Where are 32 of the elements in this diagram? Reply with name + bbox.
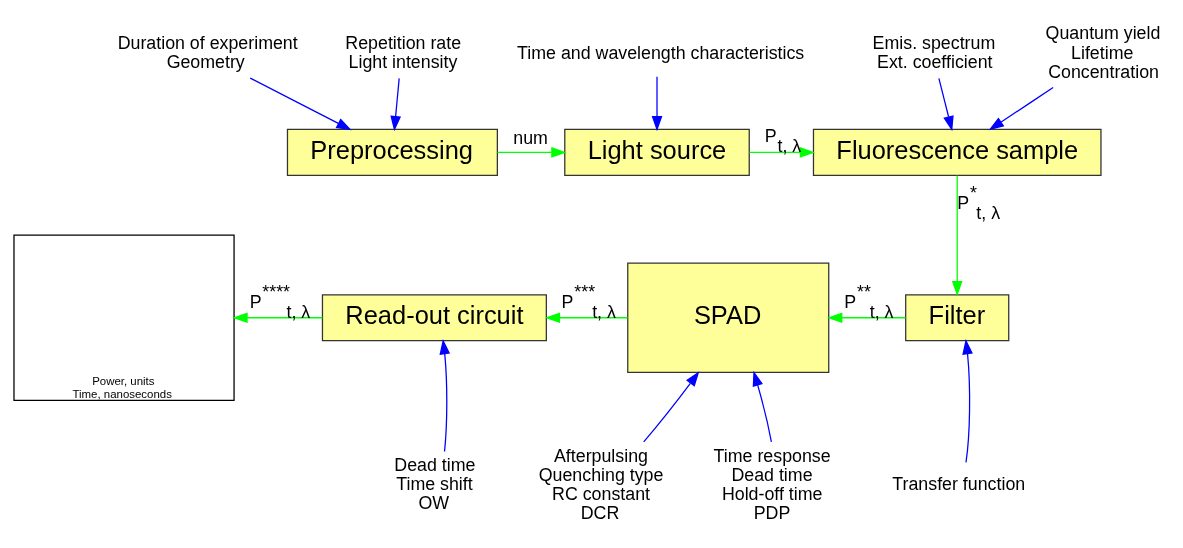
node-box: Preprocessing [286, 128, 498, 176]
arrow [439, 338, 451, 452]
node-text: Quantum yield Lifetime Concentration [1045, 22, 1161, 82]
arrow [748, 146, 816, 158]
node-text: Time response Dead time Hold-off time PDP [713, 445, 831, 523]
node-box: Light source [564, 128, 750, 176]
arrow [249, 76, 352, 130]
arrow [962, 338, 973, 463]
node-box: Fluorescence sample [812, 128, 1102, 176]
node-text: Emis. spectrum Ext. coefficient [872, 32, 996, 72]
node-box: Read-out circuit [321, 293, 547, 341]
arrow [827, 311, 907, 323]
node-text: Afterpulsing Quenching type RC constant DCR [538, 445, 664, 523]
arrow [938, 77, 954, 131]
edge-label: num [513, 127, 548, 148]
node-text: Time and wavelength characteristics [517, 42, 805, 62]
node-text: Transfer function [892, 473, 1026, 494]
arrow [232, 311, 323, 323]
node-box: Filter [905, 293, 1010, 341]
node-text: Repetition rate Light intensity [345, 32, 462, 72]
arrow [752, 370, 773, 443]
node-box: SPAD [627, 261, 830, 373]
arrow [988, 86, 1054, 130]
arrow [544, 311, 629, 323]
arrow [951, 174, 963, 296]
node-text: Dead time Time shift OW [394, 454, 476, 513]
arrow [390, 77, 401, 131]
arrow [496, 146, 567, 158]
arrow [643, 370, 700, 443]
node-box: Power, units Time, nanoseconds [13, 233, 235, 401]
arrow [651, 75, 663, 131]
node-text: Duration of experiment Geometry [117, 32, 298, 72]
